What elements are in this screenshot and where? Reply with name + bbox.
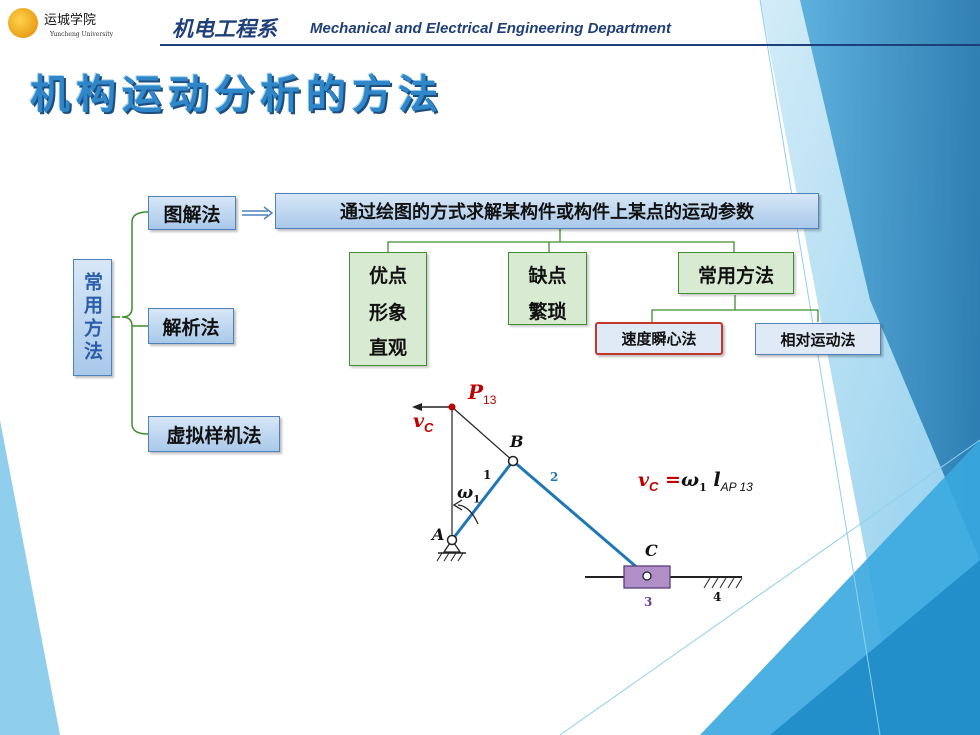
common-methods-heading: 常用方法 <box>697 265 774 287</box>
formula-l: l <box>713 469 721 491</box>
disadvantages-line1: 繁琐 <box>528 301 567 323</box>
header-rule <box>160 44 980 46</box>
common-methods-box: 常用方法 <box>678 252 794 294</box>
joint-c-label: C <box>645 541 658 560</box>
method-analytical: 解析法 <box>148 308 234 344</box>
formula-v-subscript: C <box>649 478 659 494</box>
formula-omega: ω <box>680 469 700 491</box>
method-virtual-prototype: 虚拟样机法 <box>148 416 280 452</box>
relative-motion-method-label: 相对运动法 <box>780 330 856 349</box>
formula-equals: = <box>658 469 681 491</box>
logo-subtitle: Yuncheng University <box>50 31 114 38</box>
method-graphical-label: 图解法 <box>163 203 221 226</box>
velocity-formula: vC =ω1 lAP 13 <box>638 469 753 494</box>
formula-l-subscript: AP 13 <box>720 479 753 494</box>
department-en: Mechanical and Electrical Engineering De… <box>310 20 671 37</box>
department-cn: 机电工程系 <box>172 17 277 41</box>
vc-label: vC <box>413 410 433 435</box>
formula-omega-subscript: 1 <box>699 480 707 494</box>
disadvantages-heading: 缺点 <box>528 265 567 287</box>
mechanism <box>412 403 743 589</box>
arrow-to-description <box>242 206 274 220</box>
tree-brace <box>112 211 149 435</box>
description-brace <box>387 228 735 252</box>
link1-label: 1 <box>483 468 492 482</box>
method-analytical-label: 解析法 <box>162 316 220 339</box>
p13-letter: P <box>468 380 484 404</box>
omega-label: ω1 <box>457 483 480 505</box>
link3-label: 3 <box>644 595 653 609</box>
p13-subscript: 13 <box>483 393 497 407</box>
omega-subscript: 1 <box>473 494 481 506</box>
advantages-heading: 优点 <box>368 265 407 287</box>
page-title: 机构运动分析的方法 <box>30 71 444 118</box>
joint-a-label: A <box>432 525 445 544</box>
joint-b-label: B <box>510 432 524 451</box>
method-graphical: 图解法 <box>148 196 236 230</box>
instant-center-method: 速度瞬心法 <box>595 322 723 355</box>
vc-letter: v <box>413 410 425 432</box>
graphical-description: 通过绘图的方式求解某构件或构件上某点的运动参数 <box>275 193 819 229</box>
logo-icon <box>8 8 38 38</box>
method-virtual-prototype-label: 虚拟样机法 <box>166 424 262 447</box>
common-brace <box>651 295 819 322</box>
link4-label: 4 <box>713 590 722 604</box>
instant-center-method-label: 速度瞬心法 <box>621 330 697 348</box>
link2-label: 2 <box>550 470 559 484</box>
header: 运城学院 Yuncheng University 机电工程系 Mechanica… <box>0 0 980 48</box>
root-methods-label: 常用方法 <box>81 271 103 364</box>
advantages-line2: 直观 <box>368 337 407 359</box>
formula-v: v <box>638 469 650 491</box>
disadvantages-box: 缺点 繁琐 <box>508 252 587 325</box>
vc-subscript: C <box>424 419 434 435</box>
root-methods-box: 常用方法 <box>73 259 112 376</box>
p13-label: P13 <box>468 380 496 407</box>
omega-symbol: ω <box>457 483 474 503</box>
advantages-box: 优点 形象 直观 <box>349 252 427 366</box>
logo-name: 运城学院 <box>44 13 97 28</box>
graphical-description-text: 通过绘图的方式求解某构件或构件上某点的运动参数 <box>340 202 754 223</box>
advantages-line1: 形象 <box>368 302 407 324</box>
relative-motion-method: 相对运动法 <box>755 323 881 355</box>
